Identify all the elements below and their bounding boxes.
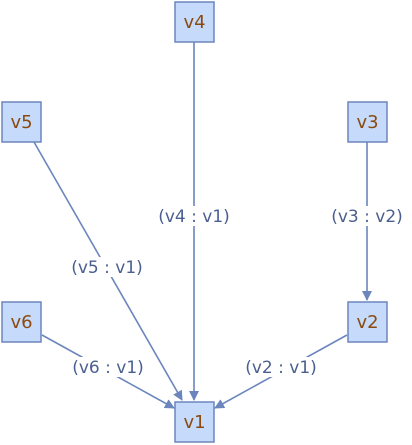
node-label-v2: v2 — [356, 312, 378, 333]
edge-labels: (v4 : v1) (v5 : v1) (v3 : v2) (v6 : v1) … — [68, 206, 405, 378]
node-label-v6: v6 — [10, 312, 32, 333]
edge-label-v4-v1: (v4 : v1) — [158, 207, 230, 227]
edge-label-v2-v1: (v2 : v1) — [245, 358, 317, 378]
edge-label-v5-v1: (v5 : v1) — [71, 258, 143, 278]
edge-label-v6-v1: (v6 : v1) — [72, 358, 144, 378]
node-v4[interactable]: v4 — [174, 1, 215, 43]
node-v3[interactable]: v3 — [347, 101, 388, 143]
edge-label-v3-v2: (v3 : v2) — [331, 207, 403, 227]
node-label-v5: v5 — [10, 112, 32, 133]
node-v2[interactable]: v2 — [347, 301, 388, 343]
node-label-v4: v4 — [183, 12, 205, 33]
nodes: v4 v5 v3 v6 v2 v1 — [1, 1, 388, 443]
node-v5[interactable]: v5 — [1, 101, 42, 143]
node-label-v1: v1 — [183, 412, 205, 433]
node-label-v3: v3 — [356, 112, 378, 133]
node-v6[interactable]: v6 — [1, 301, 42, 343]
node-v1[interactable]: v1 — [174, 401, 215, 443]
